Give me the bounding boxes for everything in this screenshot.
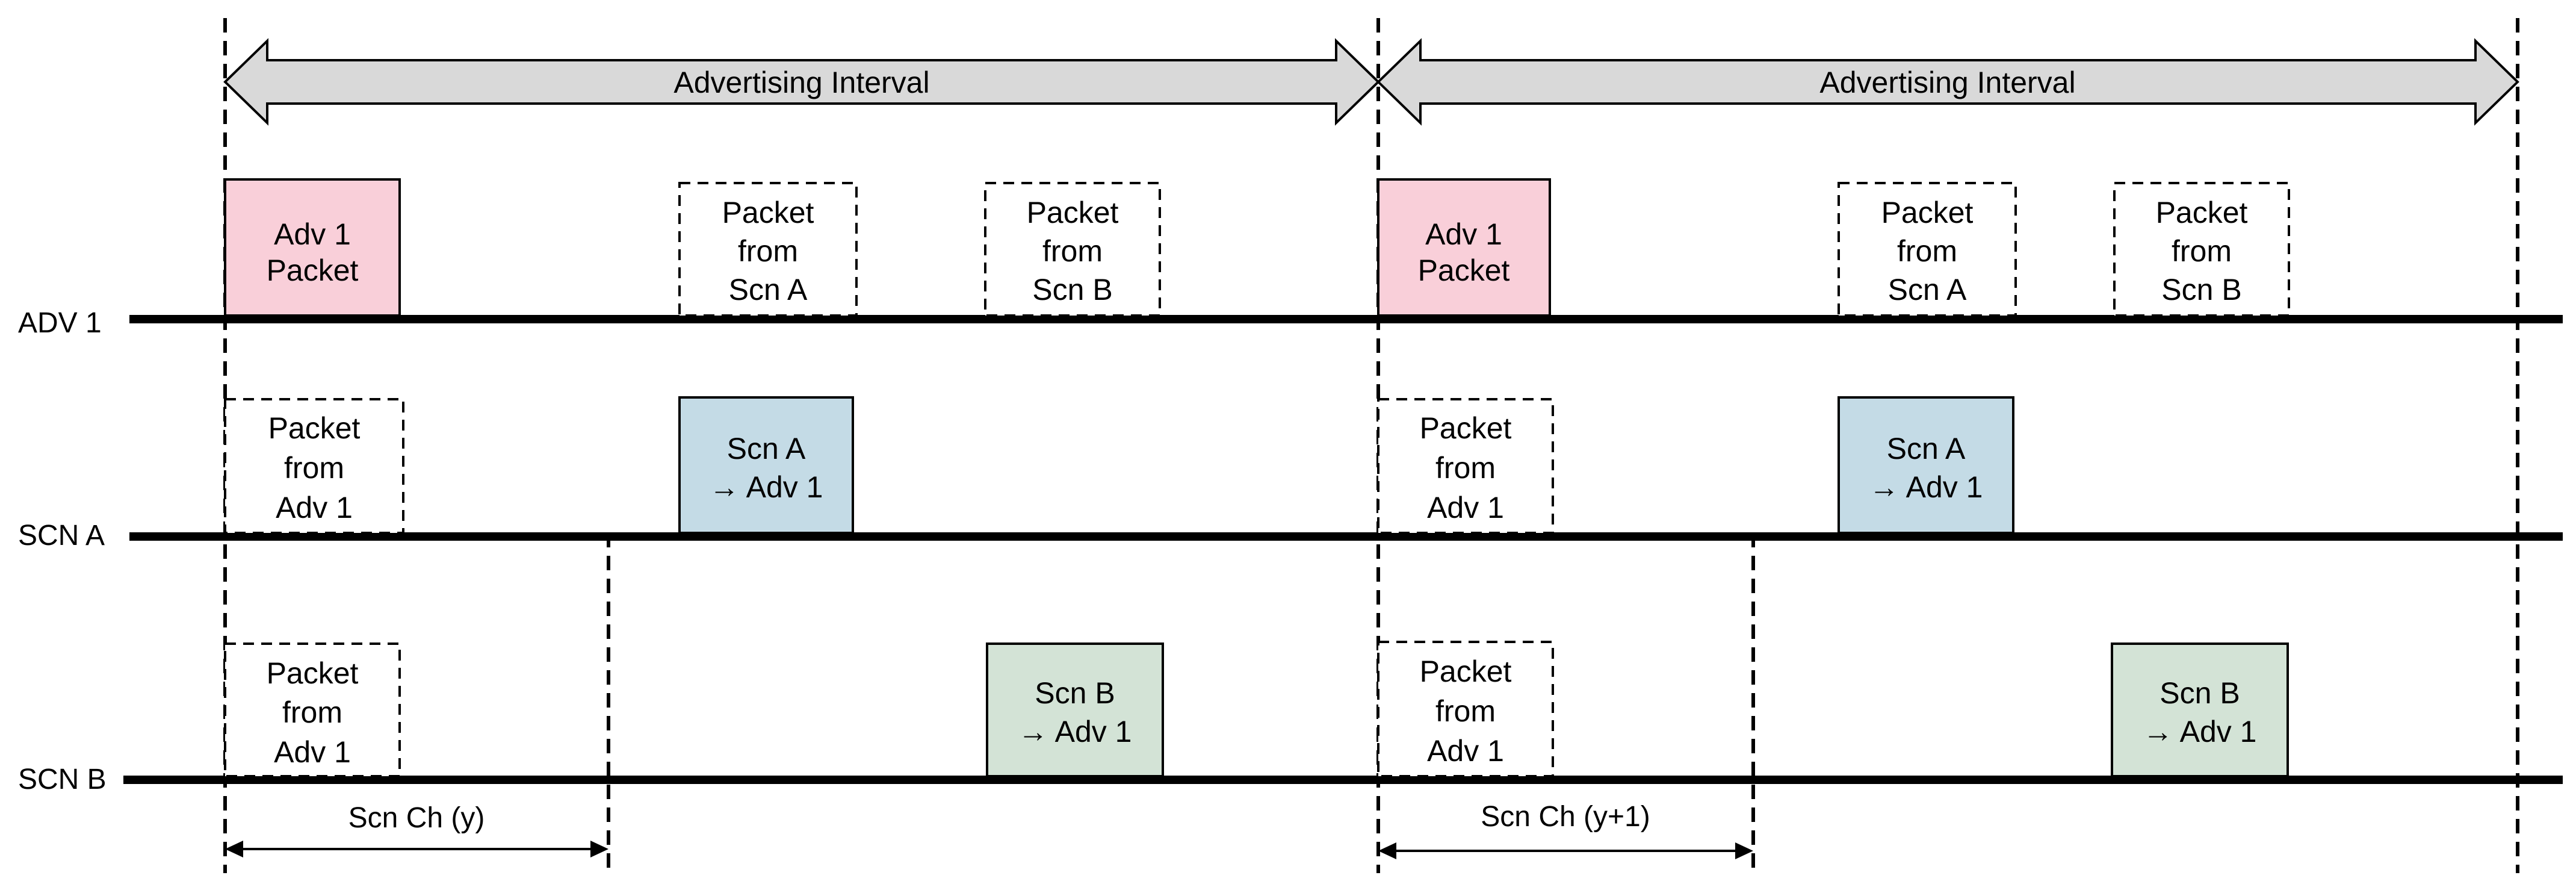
packet-box-scnb-rx-adv1-2: Packet from Adv 1 — [1377, 641, 1554, 777]
packet-box-adv1-rx-scn-a-1: Packet from Scn A — [678, 182, 858, 317]
interval-arrow-2 — [1376, 38, 2519, 126]
packet-box-scna-rx-adv1-2: Packet from Adv 1 — [1377, 398, 1554, 534]
box-line: from — [284, 451, 344, 485]
packet-box-adv1-rx-scn-a-2: Packet from Scn A — [1838, 182, 2017, 317]
box-line: → Adv 1 — [1018, 715, 1132, 748]
packet-box-scna-rx-adv1-1: Packet from Adv 1 — [224, 398, 404, 534]
box-line: Scn B — [1032, 273, 1112, 306]
box-line: Packet — [267, 254, 359, 287]
box-line: Scn B — [2160, 676, 2240, 710]
box-line: from — [1897, 234, 1957, 268]
box-line: Packet — [1881, 196, 1974, 229]
box-line: Adv 1 — [1427, 491, 1504, 524]
interval-label-2: Advertising Interval — [1819, 66, 2075, 99]
row-label-scnb: SCN B — [18, 764, 107, 795]
packet-box-adv1-1: Adv 1 Packet — [224, 178, 401, 317]
packet-box-adv1-rx-scn-b-2: Packet from Scn B — [2113, 182, 2290, 317]
scan-channel-span-2 — [1378, 842, 1753, 859]
box-line: Adv 1 — [1427, 734, 1504, 768]
packet-box-adv1-rx-scn-b-1: Packet from Scn B — [984, 182, 1161, 317]
box-line: Adv 1 — [274, 217, 351, 251]
box-line: Packet — [1420, 655, 1512, 688]
box-line: Scn A — [1887, 432, 1966, 465]
box-line: from — [1435, 451, 1496, 485]
box-line: Scn A — [727, 432, 806, 465]
box-line: Packet — [722, 196, 814, 229]
packet-box-scna-tx-1: Scn A → Adv 1 — [678, 396, 854, 534]
box-line: Scn B — [2161, 273, 2241, 306]
box-line: Scn A — [1888, 273, 1967, 306]
interval-label-1: Advertising Interval — [673, 66, 929, 99]
box-line: → Adv 1 — [710, 470, 823, 504]
box-line: Packet — [268, 411, 361, 445]
packet-box-scnb-tx-2: Scn B → Adv 1 — [2111, 643, 2289, 777]
box-line: from — [2172, 234, 2232, 268]
box-line: → Adv 1 — [1869, 470, 1983, 504]
box-line: Adv 1 — [276, 491, 353, 524]
box-line: Adv 1 — [274, 735, 351, 769]
box-line: Packet — [267, 656, 359, 690]
box-line: from — [738, 234, 798, 268]
box-line: Packet — [1420, 411, 1512, 445]
box-line: Packet — [1027, 196, 1119, 229]
packet-box-adv1-2: Adv 1 Packet — [1377, 178, 1551, 317]
box-line: Adv 1 — [1425, 217, 1502, 251]
box-line: from — [1042, 234, 1103, 268]
scan-channel-label-1: Scn Ch (y) — [348, 802, 485, 834]
box-line: Scn A — [729, 273, 808, 306]
box-line: Packet — [1418, 254, 1510, 287]
scan-channel-span-1 — [225, 841, 608, 857]
packet-box-scnb-tx-1: Scn B → Adv 1 — [986, 643, 1164, 777]
box-line: from — [1435, 694, 1496, 728]
packet-box-scna-tx-2: Scn A → Adv 1 — [1838, 396, 2014, 534]
row-label-scna: SCN A — [18, 520, 105, 552]
box-line: → Adv 1 — [2143, 715, 2257, 748]
scan-channel-label-2: Scn Ch (y+1) — [1481, 801, 1650, 833]
box-line: from — [282, 695, 342, 729]
row-label-adv1: ADV 1 — [18, 307, 102, 339]
packet-box-scnb-rx-adv1-1: Packet from Adv 1 — [224, 643, 401, 777]
box-line: Packet — [2156, 196, 2248, 229]
box-line: Scn B — [1035, 676, 1115, 710]
